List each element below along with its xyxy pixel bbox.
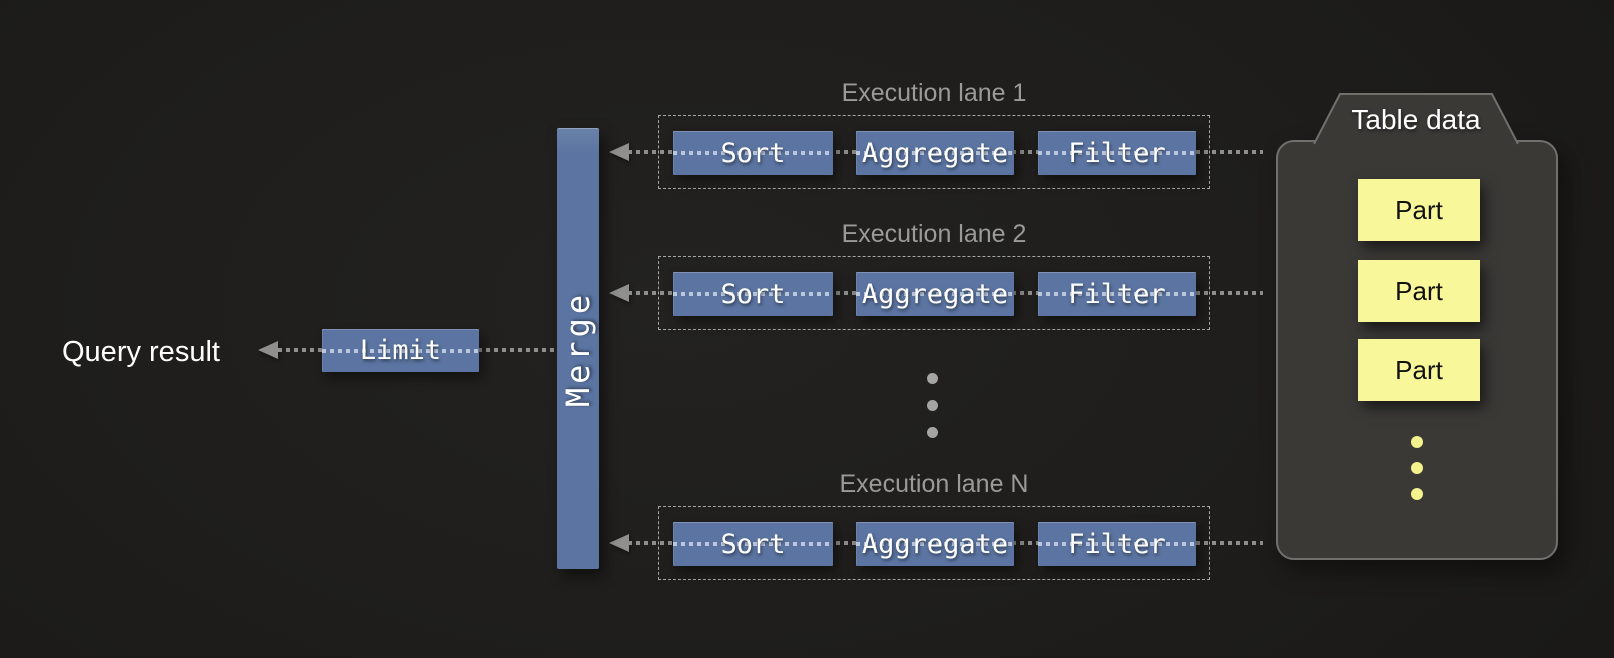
dotted-line-through-box	[1038, 292, 1196, 296]
dotted-line-through-box	[673, 151, 833, 155]
aggregate-operator-box: Aggregate	[856, 272, 1014, 316]
execution-lane-n: Execution lane N Sort Aggregate Filter	[609, 470, 1263, 580]
merge-operator-bar: Merge	[557, 128, 599, 569]
operator-label: Filter	[1068, 137, 1166, 169]
query-result-label: Query result	[62, 336, 220, 368]
parts-ellipsis-dot	[1411, 488, 1423, 500]
filter-operator-box: Filter	[1038, 522, 1196, 566]
operator-label: Sort	[720, 278, 786, 310]
table-part-box: Part	[1358, 260, 1480, 322]
dotted-line-through-box	[1038, 542, 1196, 546]
lane-title: Execution lane N	[839, 470, 1029, 498]
operator-label: Filter	[1068, 278, 1166, 310]
operator-label: Aggregate	[861, 528, 1009, 560]
filter-operator-box: Filter	[1038, 272, 1196, 316]
dotted-line-through-box	[673, 292, 833, 296]
parts-ellipsis-dot	[1411, 436, 1423, 448]
dotted-line-through-box	[856, 292, 1014, 296]
lanes-ellipsis-dot	[927, 400, 938, 411]
arrow-left-to-query-result	[258, 341, 278, 359]
dotted-line-through-limit	[322, 348, 479, 353]
dotted-line-through-box	[856, 542, 1014, 546]
arrow-left-to-merge	[609, 143, 629, 161]
table-data-container: Part Part Part	[1276, 140, 1558, 560]
operator-label: Sort	[720, 528, 786, 560]
merge-label: Merge	[559, 290, 598, 407]
table-part-box: Part	[1358, 179, 1480, 241]
operator-label: Filter	[1068, 528, 1166, 560]
arrow-left-to-merge	[609, 534, 629, 552]
operator-label: Aggregate	[861, 278, 1009, 310]
table-part-box: Part	[1358, 339, 1480, 401]
parts-ellipsis-dot	[1411, 462, 1423, 474]
execution-lane-1: Execution lane 1 Sort Aggregate Filter	[609, 79, 1263, 189]
operator-label: Sort	[720, 137, 786, 169]
dotted-line-through-box	[1038, 151, 1196, 155]
lanes-ellipsis-dot	[927, 427, 938, 438]
execution-lane-2: Execution lane 2 Sort Aggregate Filter	[609, 220, 1263, 330]
limit-operator-box: Limit	[322, 329, 479, 372]
table-data-title: Table data	[1351, 104, 1481, 135]
sort-operator-box: Sort	[673, 522, 833, 566]
sort-operator-box: Sort	[673, 272, 833, 316]
limit-label: Limit	[359, 335, 442, 366]
lane-title: Execution lane 1	[841, 79, 1027, 107]
lanes-ellipsis-dot	[927, 373, 938, 384]
sort-operator-box: Sort	[673, 131, 833, 175]
arrow-left-to-merge	[609, 284, 629, 302]
filter-operator-box: Filter	[1038, 131, 1196, 175]
operator-label: Aggregate	[861, 137, 1009, 169]
aggregate-operator-box: Aggregate	[856, 522, 1014, 566]
aggregate-operator-box: Aggregate	[856, 131, 1014, 175]
lane-title: Execution lane 2	[841, 220, 1027, 248]
dotted-line-through-box	[673, 542, 833, 546]
dotted-line-through-box	[856, 151, 1014, 155]
table-data-tab	[1310, 92, 1522, 146]
